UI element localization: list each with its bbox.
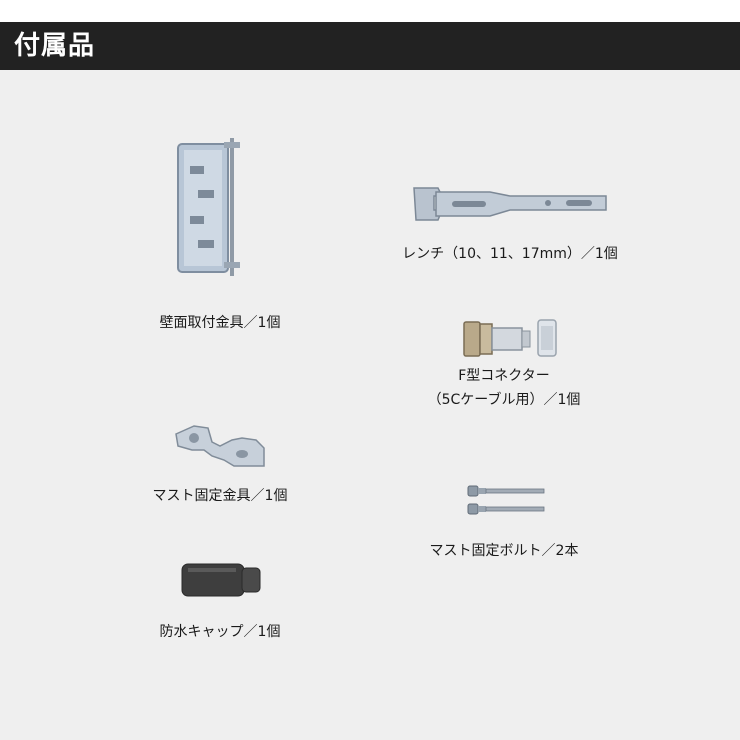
- caption-wrench: レンチ（10、11、17mm）／1個: [402, 246, 618, 262]
- caption-waterproof-cap: 防水キャップ／1個: [159, 624, 281, 640]
- section-title: 付属品: [14, 31, 96, 61]
- waterproof-cap-icon: [181, 563, 261, 597]
- caption-bolts: マスト固定ボルト／2本: [429, 543, 579, 559]
- caption-f-connector-line1: F型コネクター: [458, 368, 550, 384]
- wrench-icon: [413, 187, 607, 221]
- section-header: 付属品: [0, 22, 740, 70]
- caption-wall-bracket: 壁面取付金具／1個: [159, 315, 281, 331]
- caption-f-connector-line2: （5Cケーブル用）／1個: [427, 392, 581, 408]
- f-connector-icon: [463, 319, 557, 357]
- bolts-icon: [467, 485, 545, 515]
- accessories-panel: [0, 70, 740, 740]
- wall-bracket-icon: [177, 138, 240, 276]
- caption-mast-clamp: マスト固定金具／1個: [152, 488, 288, 504]
- mast-clamp-icon: [175, 425, 265, 467]
